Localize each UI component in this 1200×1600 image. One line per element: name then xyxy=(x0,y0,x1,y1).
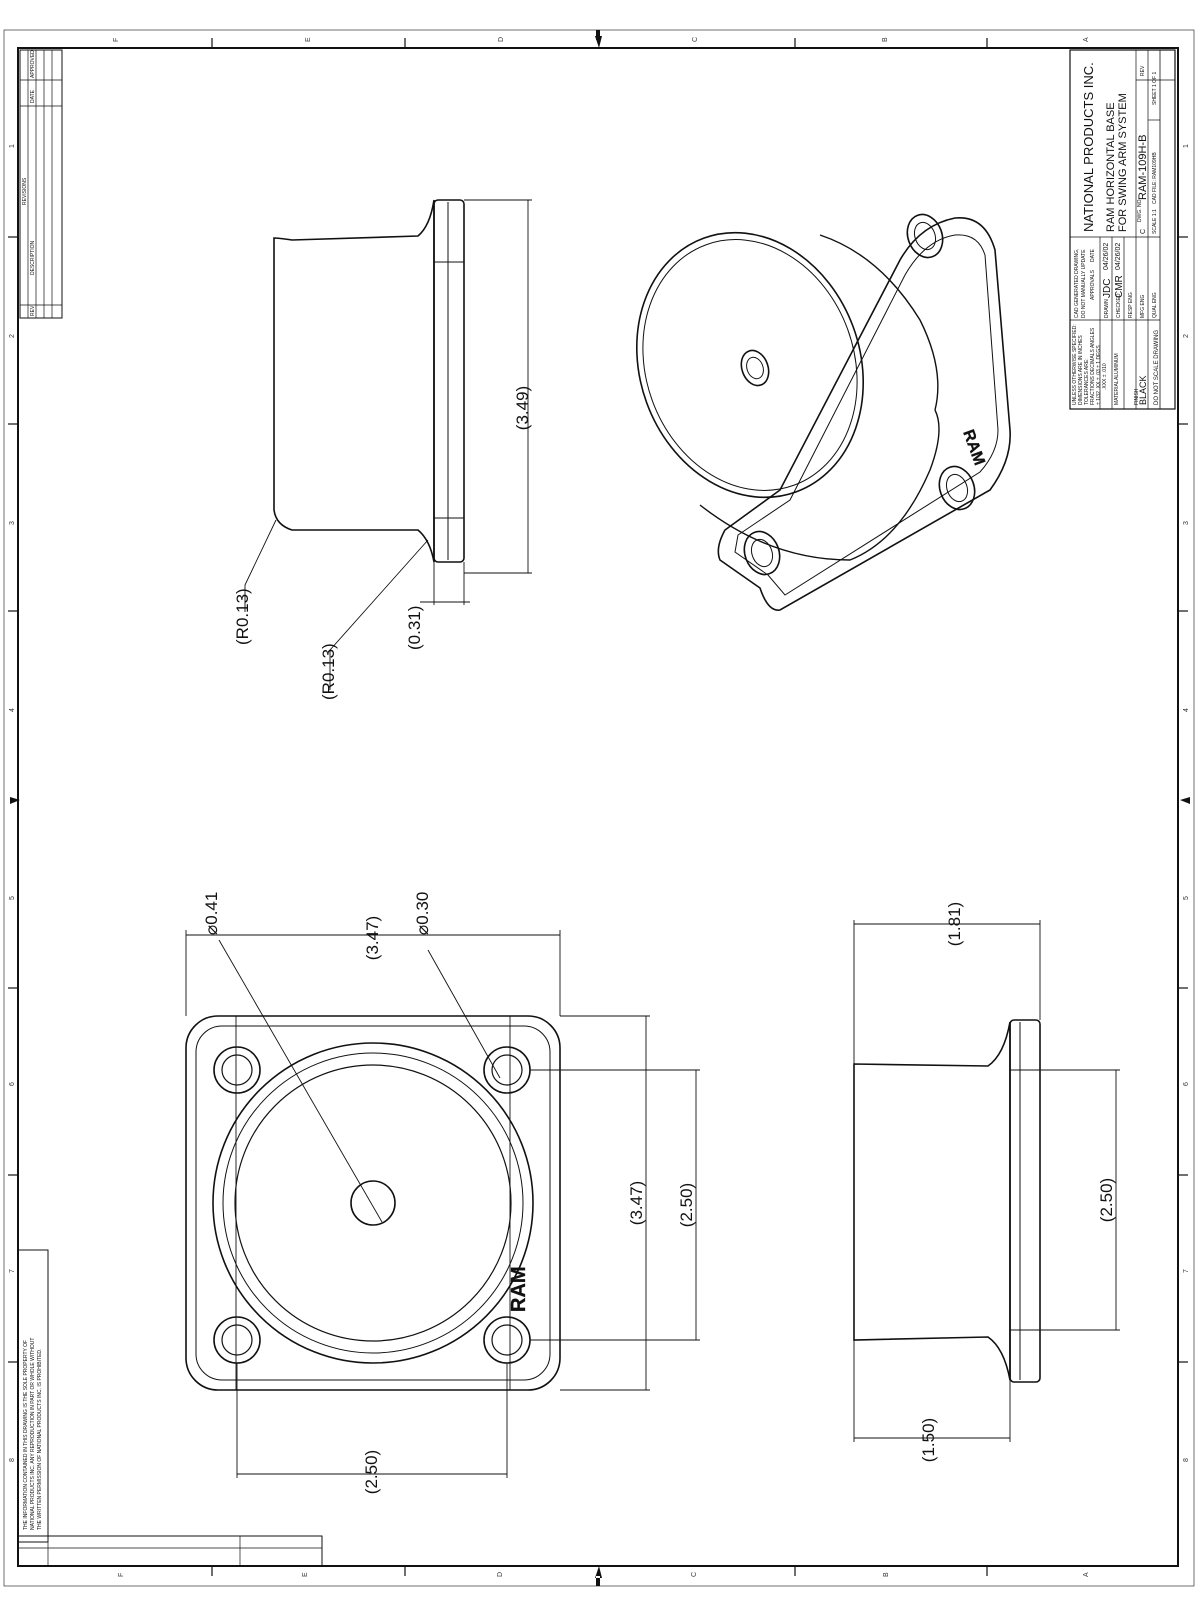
zone-number-left-8: 8 xyxy=(9,1458,16,1462)
checked-by: CMR xyxy=(1114,275,1125,298)
zone-letter-top-c: C xyxy=(692,37,699,42)
plan-brand-mark: RAM xyxy=(508,1266,530,1312)
finish-value: BLACK xyxy=(1138,375,1148,405)
part-title-line-1: RAM HORIZONTAL BASE xyxy=(1105,102,1117,232)
dim-profile-height: (1.81) xyxy=(945,902,964,946)
zone-letter-bottom-e: E xyxy=(302,1572,309,1577)
cad-note-line-1: CAD GENERATED DRAWING, xyxy=(1074,249,1080,318)
resp-eng-label: RESP ENG xyxy=(1128,292,1134,318)
qual-eng-label: QUAL ENG xyxy=(1152,292,1158,318)
zone-number-left-2: 2 xyxy=(9,334,16,338)
tolerance-line-3: TOLERANCES ARE: xyxy=(1084,358,1090,405)
zone-number-right-8: 8 xyxy=(1183,1458,1190,1462)
zone-number-left-3: 3 xyxy=(9,521,16,525)
revision-block: REVISIONS REV DESCRIPTION DATE APPROVED xyxy=(19,49,63,319)
zone-letter-top-e: E xyxy=(305,37,312,42)
tolerance-line-1: UNLESS OTHERWISE SPECIFIED: xyxy=(1072,324,1078,405)
checked-date: 04/26/02 xyxy=(1115,243,1122,270)
dim-side-height: (3.49) xyxy=(513,386,532,430)
zone-number-left-6: 6 xyxy=(9,1082,16,1086)
do-not-scale-note: DO NOT SCALE DRAWING xyxy=(1154,330,1160,405)
tolerance-line-2: DIMENSIONS ARE IN INCHES xyxy=(1078,335,1084,405)
material-label: MATERIAL xyxy=(1114,380,1120,405)
zone-number-left-7: 7 xyxy=(9,1269,16,1273)
dim-hole-spacing-side: (2.50) xyxy=(677,1183,696,1227)
zone-number-right-6: 6 xyxy=(1183,1082,1190,1086)
revisions-title: REVISIONS xyxy=(22,177,28,205)
drawn-by: JDC xyxy=(1102,279,1113,298)
zone-number-left-5: 5 xyxy=(9,896,16,900)
drawn-date: 04/26/02 xyxy=(1103,243,1110,270)
mfg-eng-label: MFG ENG xyxy=(1140,295,1146,318)
zone-letter-bottom-c: C xyxy=(691,1572,698,1577)
dim-profile-spacing: (2.50) xyxy=(1097,1178,1116,1222)
proprietary-note-line-2: NATIONAL PRODUCTS INC. ANY REPRODUCTION … xyxy=(30,1338,36,1530)
zone-number-right-2: 2 xyxy=(1183,334,1190,338)
zone-letter-top-b: B xyxy=(882,37,889,42)
profile-view xyxy=(853,920,1120,1442)
approvals-label: APPROVALS xyxy=(1090,269,1096,300)
side-view-top xyxy=(244,199,532,690)
tolerance-line-4: FRACTIONS DECIMALS ANGLES xyxy=(1090,327,1096,405)
drawing-number: RAM-109H-B xyxy=(1137,135,1149,200)
dim-side-flange: (0.31) xyxy=(405,606,424,650)
dim-hole-mount-dia: ⌀0.30 xyxy=(413,892,432,935)
finish-label: FINISH xyxy=(1134,388,1140,405)
proprietary-note-line-3: THE WRITTEN PERMISSION OF NATIONAL PRODU… xyxy=(37,1349,43,1530)
zone-number-right-1: 1 xyxy=(1183,144,1190,148)
sheet-label: SHEET 1 OF 1 xyxy=(1152,72,1158,105)
cad-file-label: CAD FILE: RAM109HB xyxy=(1152,152,1158,204)
revisions-rev-header: REV xyxy=(30,305,36,316)
zone-letter-top-d: D xyxy=(498,37,505,42)
zone-letter-top-a: A xyxy=(1083,37,1090,42)
date-column-label: DATE xyxy=(1090,248,1096,262)
centering-arrows xyxy=(10,30,1190,1586)
dim-profile-flange: (1.50) xyxy=(919,1418,938,1462)
zone-letter-top-f: F xyxy=(113,38,120,42)
zone-markers xyxy=(8,38,1188,1576)
plan-view xyxy=(185,930,700,1478)
zone-letter-bottom-f: F xyxy=(118,1573,125,1577)
drawn-label: DRAWN xyxy=(1104,299,1110,318)
zone-letter-bottom-d: D xyxy=(497,1572,504,1577)
dim-fillet-upper: (R0.13) xyxy=(233,588,252,645)
part-title-line-2: FOR SWING ARM SYSTEM xyxy=(1117,93,1129,232)
dwg-no-label: DWG. NO. xyxy=(1137,198,1143,222)
isometric-view xyxy=(635,213,1011,611)
dim-hole-center-dia: ⌀0.41 xyxy=(202,892,221,935)
revisions-description-header: DESCRIPTION xyxy=(30,240,36,275)
tolerance-line-5: ± 1/32 .XX ± .03 ± 1 DEGS xyxy=(1096,345,1102,405)
proprietary-note-line-1: THE INFORMATION CONTAINED IN THIS DRAWIN… xyxy=(23,1340,29,1530)
revisions-approved-header: APPROVED xyxy=(30,50,36,78)
zone-number-right-7: 7 xyxy=(1183,1269,1190,1273)
zone-number-left-4: 4 xyxy=(9,708,16,712)
dim-base-width-side: (3.47) xyxy=(627,1181,646,1225)
checked-label: CHECKED xyxy=(1116,293,1122,318)
material-value: ALUMINUM xyxy=(1114,353,1120,380)
zone-letter-bottom-b: B xyxy=(883,1572,890,1577)
rev-label: REV xyxy=(1140,65,1146,76)
sheet-border xyxy=(3,29,1195,1587)
cad-note-line-2: DO NOT MANUALLY UPDATE xyxy=(1081,249,1087,318)
zone-number-left-1: 1 xyxy=(9,144,16,148)
zone-letter-bottom-a: A xyxy=(1083,1572,1090,1577)
dim-fillet-lower: (R0.13) xyxy=(319,643,338,700)
size-label: C xyxy=(1140,229,1147,234)
company-name: NATIONAL PRODUCTS INC. xyxy=(1081,62,1096,232)
tolerance-line-6: .XXX ± .010 xyxy=(1102,363,1108,390)
scale-label: SCALE 1:1 xyxy=(1152,209,1158,234)
zone-number-right-3: 3 xyxy=(1183,521,1190,525)
dim-base-width-top: (3.47) xyxy=(363,916,382,960)
zone-number-right-5: 5 xyxy=(1183,896,1190,900)
title-block: NATIONAL PRODUCTS INC. RAM HORIZONTAL BA… xyxy=(1069,49,1176,410)
proprietary-note-block: THE INFORMATION CONTAINED IN THIS DRAWIN… xyxy=(17,1249,323,1567)
zone-number-right-4: 4 xyxy=(1183,708,1190,712)
iso-brand-mark: RAM xyxy=(959,428,987,468)
revisions-date-header: DATE xyxy=(30,89,36,103)
dim-hole-spacing-bottom: (2.50) xyxy=(362,1450,381,1494)
